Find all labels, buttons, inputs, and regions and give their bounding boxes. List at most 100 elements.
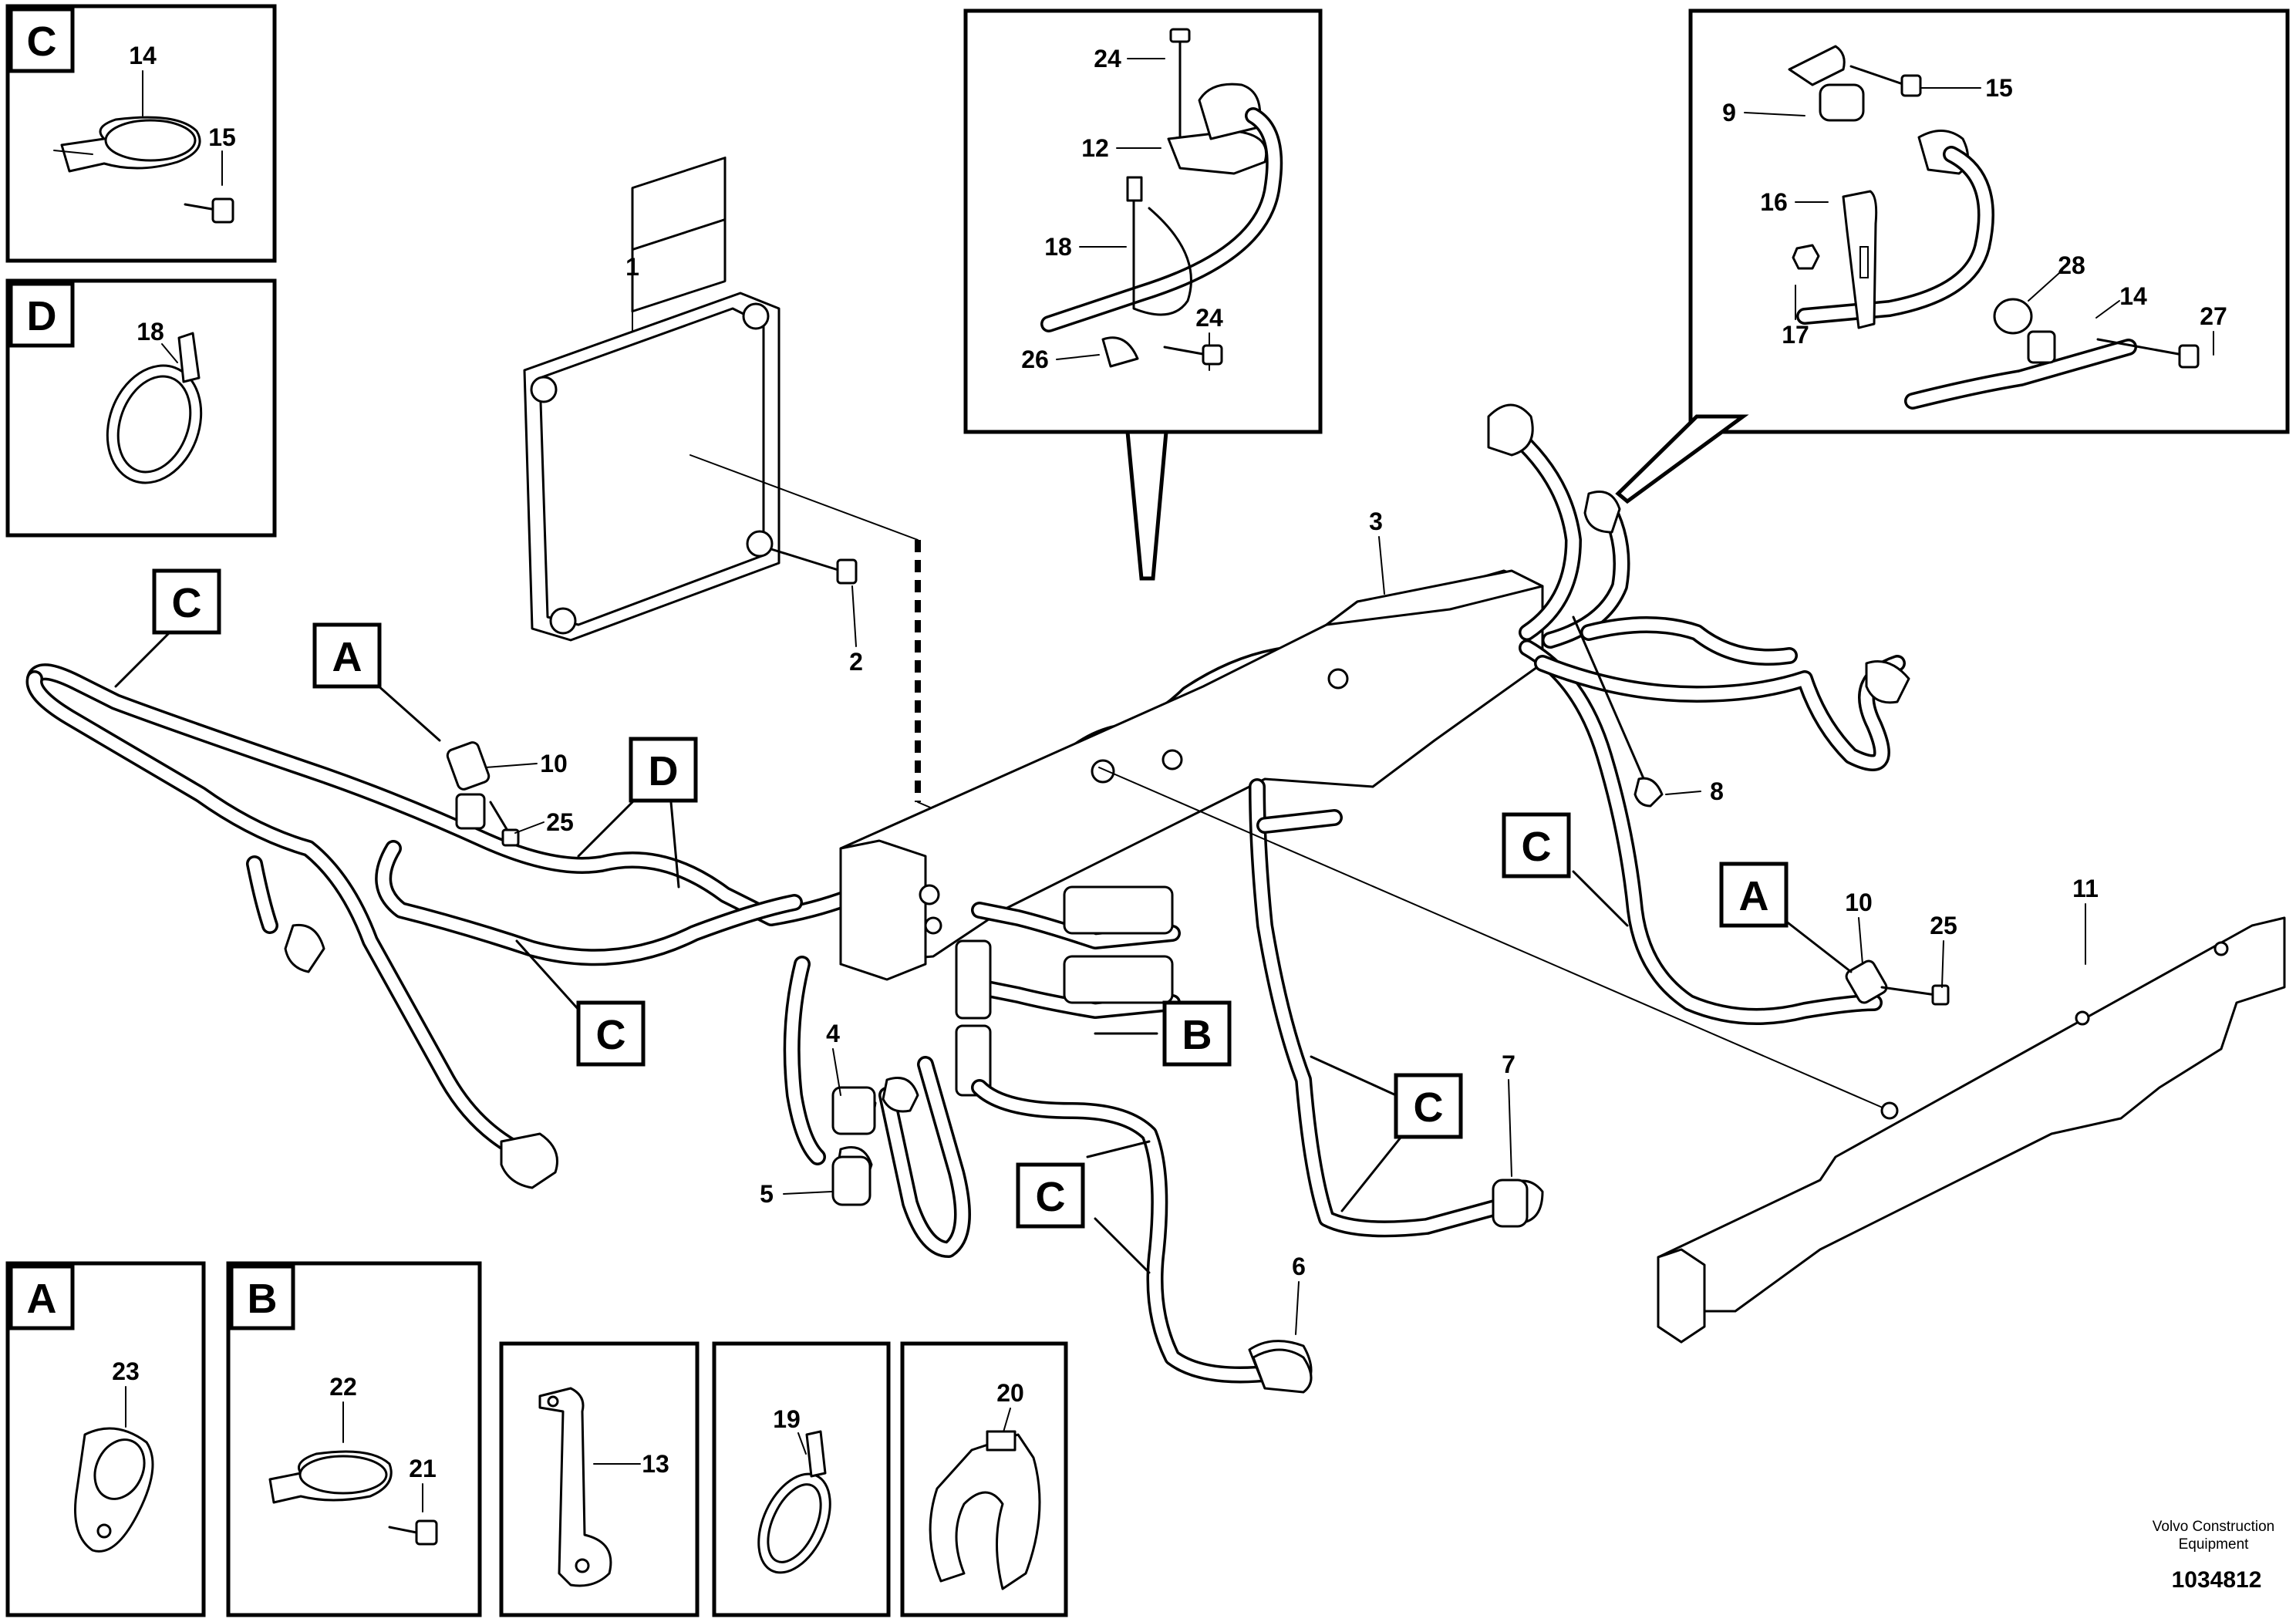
bolt-icon [489,801,520,847]
svg-text:3: 3 [1369,508,1383,535]
svg-text:27: 27 [2200,302,2227,330]
connector-7-icon [1492,1179,1529,1228]
detail-box-c-clip: C 14 15 [5,4,277,263]
svg-text:A: A [1739,873,1769,919]
clip-icon [929,1430,1041,1590]
harness-branch-right [1503,423,1906,1025]
svg-text:23: 23 [112,1357,140,1385]
svg-text:C: C [1414,1084,1444,1131]
bolt-icon [184,197,234,224]
svg-text:19: 19 [773,1405,801,1433]
cable-tie-icon [106,332,203,484]
company-credit: Volvo Construction Equipment [2153,1519,2274,1553]
cable-tie-icon [757,1430,831,1574]
clamp-icon [1904,330,2137,410]
detail-box-clip: 20 [900,1341,1068,1617]
detail-box-d-cable-tie: D 18 [5,278,277,538]
callout-c-left: C [114,568,221,688]
electronic-control-unit [523,156,973,826]
svg-text:14: 14 [129,42,157,69]
svg-text:8: 8 [1710,777,1724,805]
callout-d-harness: D [577,737,698,889]
svg-text:11: 11 [2072,875,2099,902]
pressure-sensor-icon [446,741,491,830]
svg-text:7: 7 [1502,1050,1515,1078]
svg-text:10: 10 [1845,889,1873,916]
svg-text:1: 1 [625,253,639,281]
svg-text:C: C [596,1012,626,1058]
detail-box-b-clamp: B 22 21 [226,1261,482,1617]
p-clamp-icon [268,1450,393,1504]
callout-c-mid-right: C [1310,1055,1463,1212]
cap-5-icon [831,1155,872,1206]
svg-text:C: C [172,580,202,626]
svg-text:26: 26 [1021,346,1049,373]
spacer-icon [1993,298,2033,335]
svg-text:C: C [1036,1174,1066,1220]
connector-bank [955,885,1181,1097]
bolt-icon [388,1519,438,1546]
nut-icon [1792,244,1820,270]
svg-text:18: 18 [137,318,164,346]
detail-box-cable-tie: 19 [712,1341,891,1617]
svg-text:A: A [27,1276,57,1322]
grommet-icon [74,1427,154,1553]
svg-text:D: D [27,293,57,339]
svg-text:10: 10 [540,750,568,777]
callout-b-connectors: B [1094,1000,1232,1067]
svg-text:24: 24 [1094,45,1121,73]
frame-rail [1657,916,2286,1344]
screw-icon [1163,344,1223,366]
inset-sensor-mount: 24 12 18 24 26 [963,8,1323,581]
pressure-sensor-icon [1845,959,1888,1004]
svg-text:6: 6 [1292,1253,1306,1280]
callout-a-right: A [1719,862,1853,973]
document-number: 1034812 [2172,1567,2262,1593]
callout-a-left: A [312,622,441,742]
callout-c-right: C [1502,812,1629,927]
svg-text:15: 15 [208,123,236,151]
svg-text:16: 16 [1760,188,1788,216]
bolt-icon [1880,984,1950,1006]
bolt-icon [770,548,858,585]
harness-frame-bracket [839,569,1544,981]
svg-text:D: D [649,748,679,794]
sensor-4-icon [831,1086,876,1135]
bracket-icon [1842,190,1878,329]
svg-text:18: 18 [1044,233,1072,261]
bracket-icon [538,1387,612,1587]
svg-text:Volvo Construction: Volvo Construction [2153,1519,2274,1535]
clip-icon [1101,336,1139,368]
connector-plug-icon [1487,403,1910,808]
svg-text:25: 25 [1930,912,1957,939]
svg-text:Equipment: Equipment [2179,1536,2250,1553]
svg-text:5: 5 [760,1180,774,1208]
connector-plug-icon [284,923,558,1189]
svg-text:C: C [1522,824,1552,870]
svg-text:9: 9 [1722,99,1736,126]
cable-tie-icon [1126,176,1192,316]
p-clamp-icon [53,116,201,173]
svg-text:13: 13 [642,1450,669,1478]
speed-sensor-icon [1788,45,1994,325]
detail-box-bracket: 13 [499,1341,700,1617]
svg-text:2: 2 [849,648,863,676]
svg-text:B: B [248,1276,278,1322]
harness-branch-lower [783,778,1520,1384]
svg-text:A: A [332,634,362,680]
svg-text:14: 14 [2119,282,2147,310]
svg-text:C: C [27,19,57,65]
sensor-bracket-icon [1040,83,1283,332]
svg-text:21: 21 [409,1455,437,1482]
svg-text:28: 28 [2058,251,2085,279]
screw-icon [1169,28,1191,156]
screw-icon [1849,65,1922,97]
svg-text:B: B [1182,1012,1212,1058]
svg-text:25: 25 [546,808,574,836]
svg-text:22: 22 [329,1373,357,1401]
connector-6-icon [1252,1348,1313,1394]
svg-text:15: 15 [1985,74,2013,102]
svg-text:17: 17 [1782,321,1809,349]
callout-c-lower-mid: C [1016,1140,1151,1274]
